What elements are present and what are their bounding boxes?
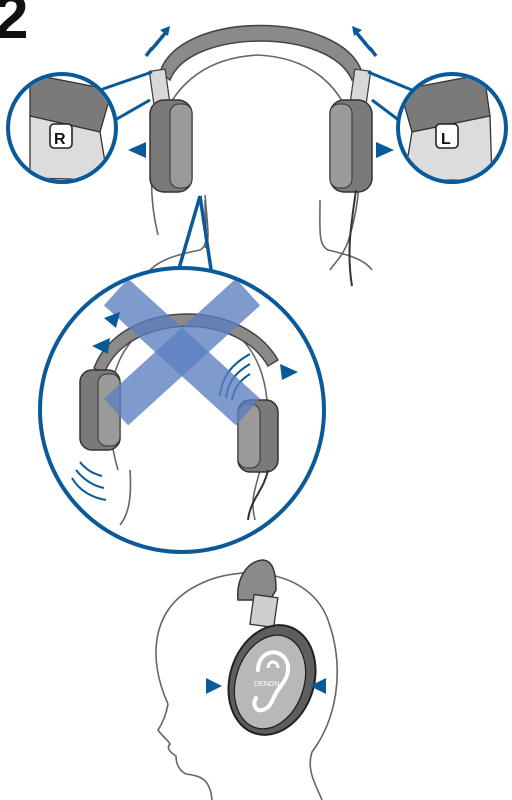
zoom-circle-r: [8, 72, 152, 182]
adjust-marks-left: [354, 30, 376, 56]
left-marker-label: L: [441, 131, 451, 148]
headband: [160, 26, 362, 81]
step-number: 2: [0, 0, 28, 52]
zoom-circle-l: [368, 72, 506, 182]
brand-logo: DENON: [254, 681, 279, 688]
side-view-figure: [156, 560, 337, 800]
push-arrow-right-cup: [128, 142, 146, 158]
incorrect-wearing-figure: [40, 196, 324, 552]
push-arrow-front: [206, 678, 222, 694]
cable: [349, 190, 356, 286]
right-marker-label: R: [54, 131, 66, 148]
adjust-marks-right: [146, 30, 168, 56]
front-view-figure: [128, 26, 394, 287]
push-arrow-left-cup: [376, 142, 394, 158]
